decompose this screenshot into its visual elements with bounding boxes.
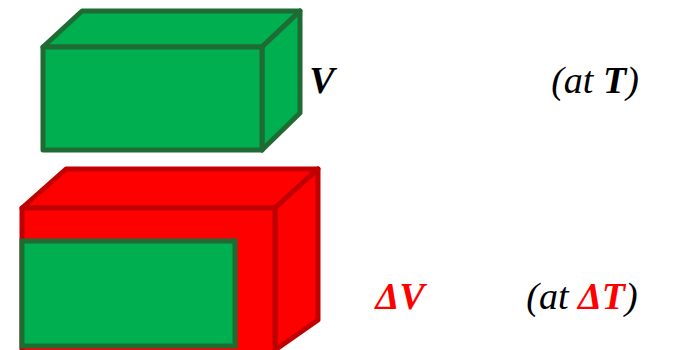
temperature-note: (at T) bbox=[551, 55, 639, 105]
expanded-top-face bbox=[22, 169, 318, 208]
box-side-face bbox=[262, 11, 300, 150]
box-front-face bbox=[43, 47, 262, 150]
expanded-side-face bbox=[275, 169, 318, 350]
original-box bbox=[43, 11, 300, 150]
volume-label: V bbox=[309, 55, 334, 105]
expanded-box bbox=[22, 169, 318, 350]
volume-change-label: ΔV bbox=[375, 271, 424, 321]
original-front-face-inside bbox=[22, 241, 235, 346]
temperature-change-note: (at ΔT) bbox=[526, 271, 637, 321]
expanded-front-face bbox=[22, 208, 275, 350]
box-top-face bbox=[43, 11, 300, 47]
